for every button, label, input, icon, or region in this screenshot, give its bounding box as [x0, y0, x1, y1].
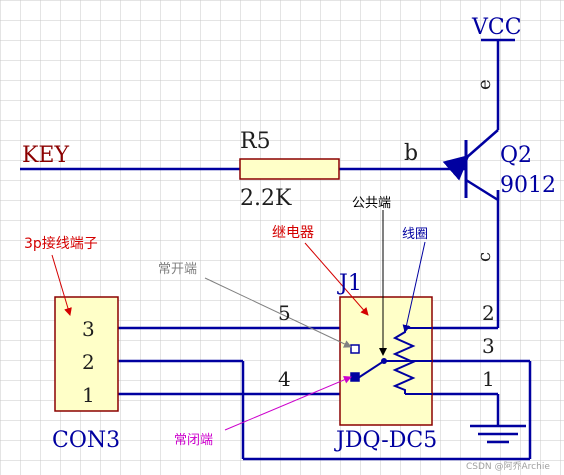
con-pin3-label: 3: [82, 317, 95, 341]
annotation-arrows: [51, 210, 426, 431]
node-e-label: e: [474, 79, 495, 90]
con-pin1-label: 1: [82, 383, 95, 407]
arrow-coil: [402, 241, 426, 333]
annotation-normally-open: 常开端: [158, 262, 197, 277]
no-contact: [350, 344, 360, 354]
wires: [20, 38, 532, 461]
con-name: CON3: [52, 428, 120, 453]
r5-name: R5: [240, 129, 271, 154]
q2-name: Q2: [500, 143, 532, 168]
r5-value: 2.2K: [240, 186, 292, 211]
node-c-label: c: [474, 252, 495, 262]
key-label: KEY: [22, 143, 69, 168]
arrow-normally-closed: [224, 376, 352, 431]
arrow-relay: [304, 242, 369, 316]
j1-pin5-label: 5: [278, 301, 291, 325]
node-b-label: b: [404, 141, 418, 166]
annotation-terminal: 3p接线端子: [24, 235, 98, 252]
j1-pin3-label: 3: [482, 334, 495, 358]
connector-con3[interactable]: [54, 296, 119, 412]
arrow-terminal: [51, 254, 72, 316]
j1-pin4-label: 4: [278, 367, 291, 391]
q2-value: 9012: [500, 173, 556, 198]
con-pin2-label: 2: [82, 350, 95, 374]
j1-value: JDQ-DC5: [334, 428, 437, 453]
transistor-q2[interactable]: [442, 129, 500, 202]
j1-pin2-label: 2: [482, 301, 495, 325]
relay-internals: [350, 327, 432, 395]
annotation-coil: 线圈: [402, 227, 428, 242]
j1-pin1-label: 1: [482, 367, 495, 391]
watermark: CSDN @阿乔Archie: [466, 460, 550, 472]
annotation-common: 公共端: [352, 196, 391, 211]
j1-name: J1: [337, 271, 362, 296]
arrow-normally-open: [204, 277, 352, 348]
resistor-r5[interactable]: [239, 158, 340, 180]
vcc-label: VCC: [471, 15, 522, 40]
nc-contact: [350, 372, 360, 382]
annotation-normally-closed: 常闭端: [174, 433, 213, 448]
relay-switch-arm: [357, 360, 385, 379]
annotation-relay: 继电器: [272, 225, 314, 241]
